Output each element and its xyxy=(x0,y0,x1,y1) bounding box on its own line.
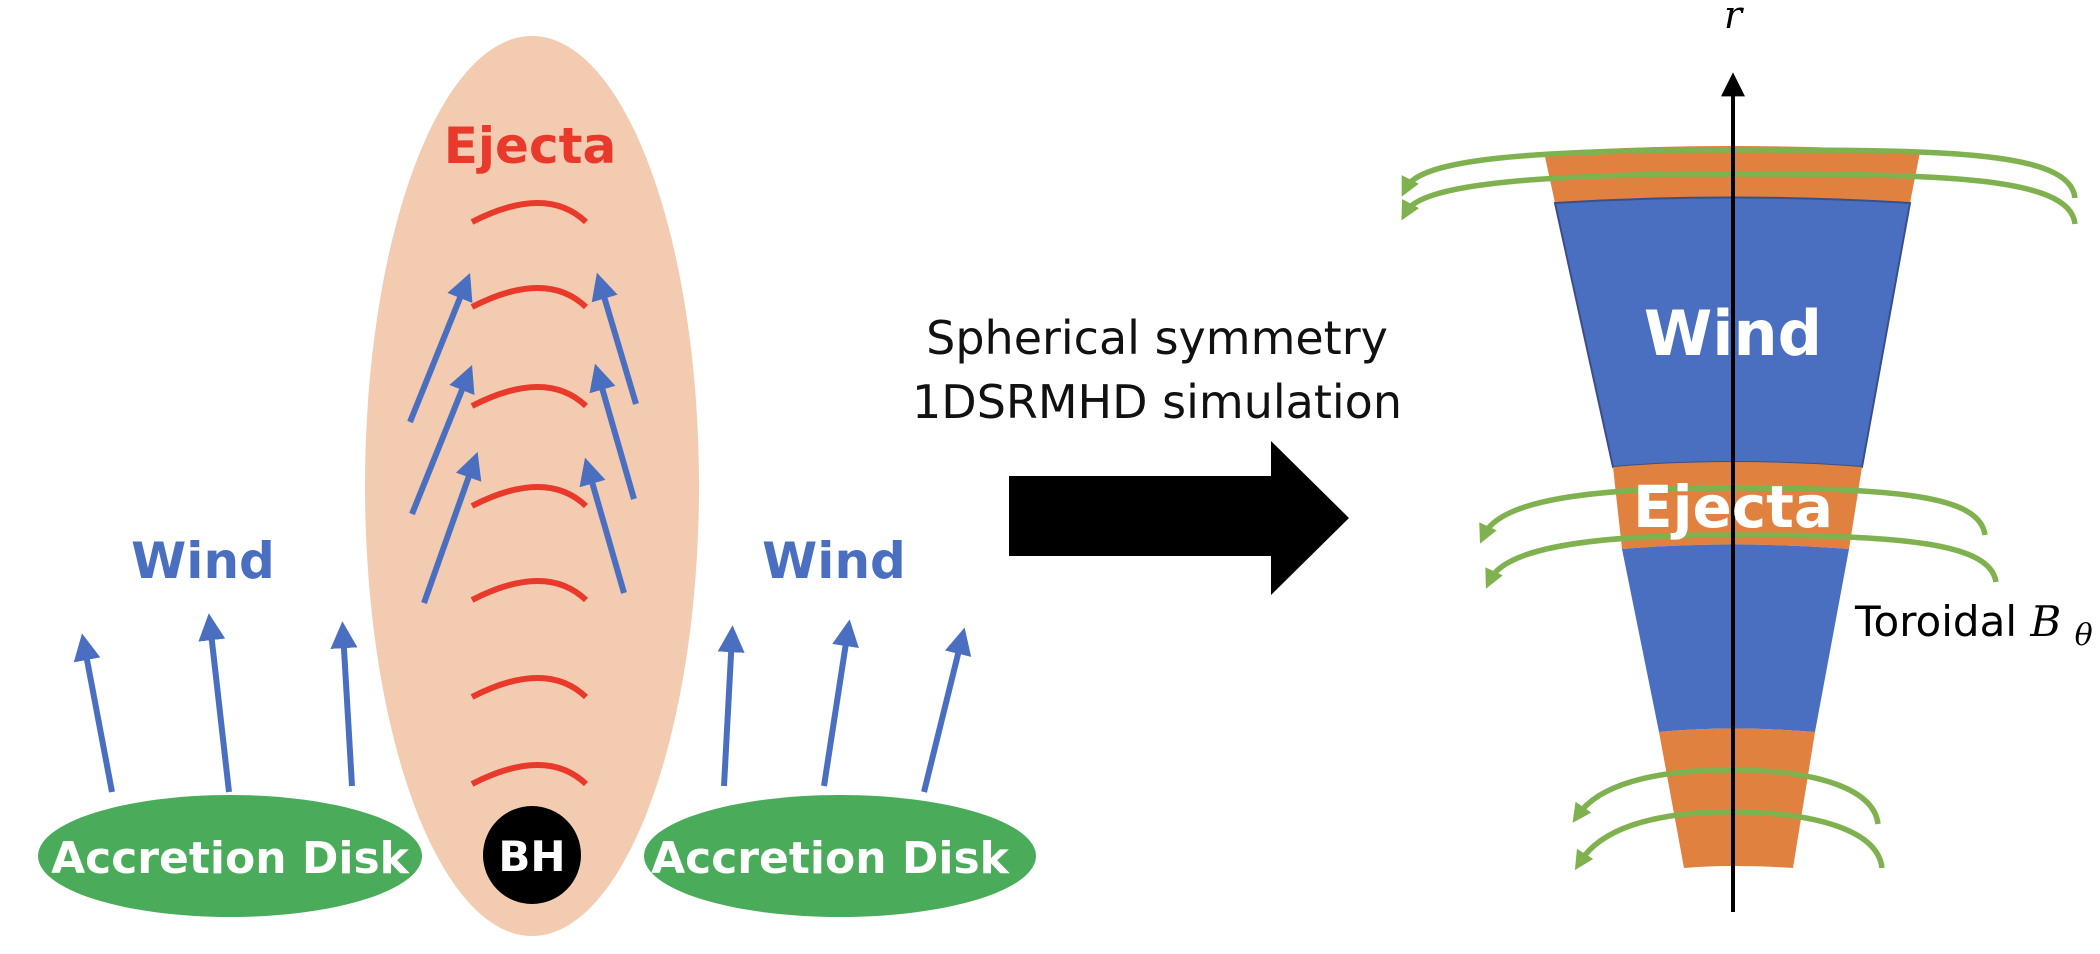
ejecta-arc xyxy=(470,285,589,310)
field-loop-mid-2 xyxy=(1485,532,1999,589)
wind-arrows-left xyxy=(73,613,358,793)
transition-text-line1: Spherical symmetry xyxy=(926,311,1388,365)
ejecta-arc xyxy=(470,762,589,787)
wind-arrow xyxy=(73,633,115,793)
black-hole xyxy=(483,806,581,904)
accretion-disk-right xyxy=(644,795,1036,917)
black-hole-label: BH xyxy=(498,832,565,881)
cone-wind-lower xyxy=(1622,544,1849,732)
cone-ejecta-middle xyxy=(1613,462,1862,549)
jet-arrow xyxy=(409,364,475,516)
radial-axis-label: r xyxy=(1724,0,1745,37)
jet-arrow xyxy=(579,457,627,594)
wind-arrow xyxy=(198,613,232,793)
cone-ejecta-label: Ejecta xyxy=(1633,473,1833,541)
accretion-disk-right-label: Accretion Disk xyxy=(651,833,1011,884)
transition-arrow xyxy=(1009,441,1349,595)
field-loop-mid-1 xyxy=(1479,485,1988,544)
ejecta-arc xyxy=(470,675,589,700)
right-panel: r Wind Ejecta Toroidal B θ xyxy=(1401,0,2093,912)
field-loop-bot-1 xyxy=(1572,767,1881,825)
jet-arrow xyxy=(589,363,637,500)
accretion-disk-left-label: Accretion Disk xyxy=(51,833,411,884)
field-loop-top-1 xyxy=(1401,147,2078,199)
jet-arrow xyxy=(421,451,482,605)
jet-velocity-arrows xyxy=(407,272,639,605)
toroidal-field-subscript: θ xyxy=(2075,618,2093,653)
jet-arrow xyxy=(407,272,473,424)
middle-transition: Spherical symmetry 1DSRMHD simulation xyxy=(912,311,1402,595)
ejecta-label: Ejecta xyxy=(444,117,617,175)
transition-text-line2: 1DSRMHD simulation xyxy=(912,375,1402,429)
wind-arrow xyxy=(717,625,745,787)
left-panel: Ejecta Wind Wind xyxy=(38,36,1036,936)
ejecta-arc xyxy=(470,384,589,409)
ejecta-shell-arcs xyxy=(470,200,589,787)
toroidal-field-prefix: Toroidal xyxy=(1854,597,2030,646)
wind-label-left: Wind xyxy=(131,532,275,590)
wind-label-right: Wind xyxy=(762,532,906,590)
ejecta-arc xyxy=(470,200,589,225)
accretion-disk-left xyxy=(38,795,422,917)
field-loop-bot-2 xyxy=(1574,809,1885,871)
cone-wind-label: Wind xyxy=(1644,297,1822,370)
toroidal-field-label: Toroidal B θ xyxy=(1854,597,2093,653)
toroidal-field-loops xyxy=(1401,147,2078,871)
wind-arrows-right xyxy=(717,619,972,793)
ejecta-arc xyxy=(470,484,589,509)
toroidal-field-symbol: B xyxy=(2029,597,2061,646)
jet-arrow xyxy=(591,272,639,405)
wind-arrow xyxy=(921,627,972,793)
ejecta-arc xyxy=(470,578,589,603)
wind-arrow xyxy=(330,621,358,787)
field-loop-top-2 xyxy=(1401,171,2078,225)
cone-shell-bottom xyxy=(1659,728,1815,868)
wind-arrow xyxy=(821,619,859,787)
